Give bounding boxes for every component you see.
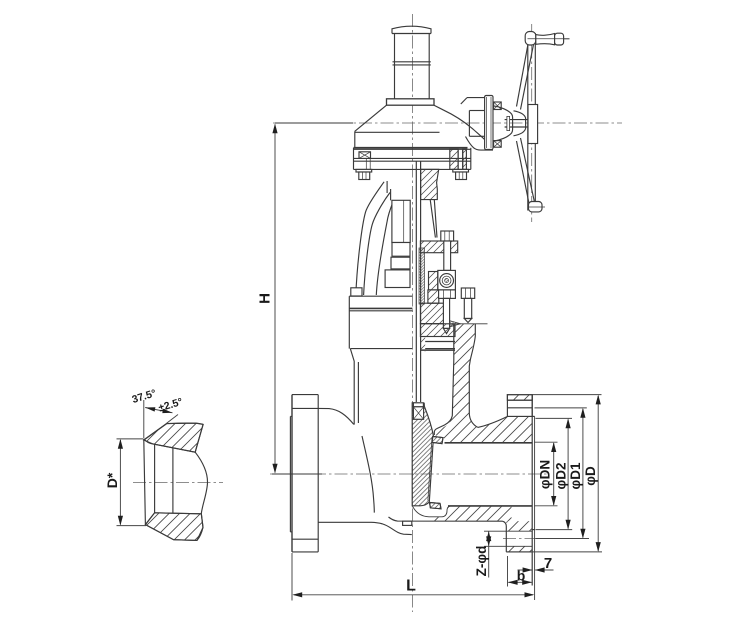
svg-text:φD1: φD1 xyxy=(568,462,583,489)
svg-text:φDN: φDN xyxy=(537,460,552,489)
svg-text:H: H xyxy=(257,293,274,304)
svg-text:±2.5°: ±2.5° xyxy=(157,396,184,415)
svg-text:7: 7 xyxy=(544,555,552,572)
svg-text:b: b xyxy=(517,568,526,584)
svg-text:φD: φD xyxy=(583,466,598,486)
svg-text:L: L xyxy=(406,578,416,595)
svg-text:Z-φd: Z-φd xyxy=(474,546,489,577)
svg-text:D*: D* xyxy=(104,472,120,488)
svg-text:φD2: φD2 xyxy=(553,463,568,490)
